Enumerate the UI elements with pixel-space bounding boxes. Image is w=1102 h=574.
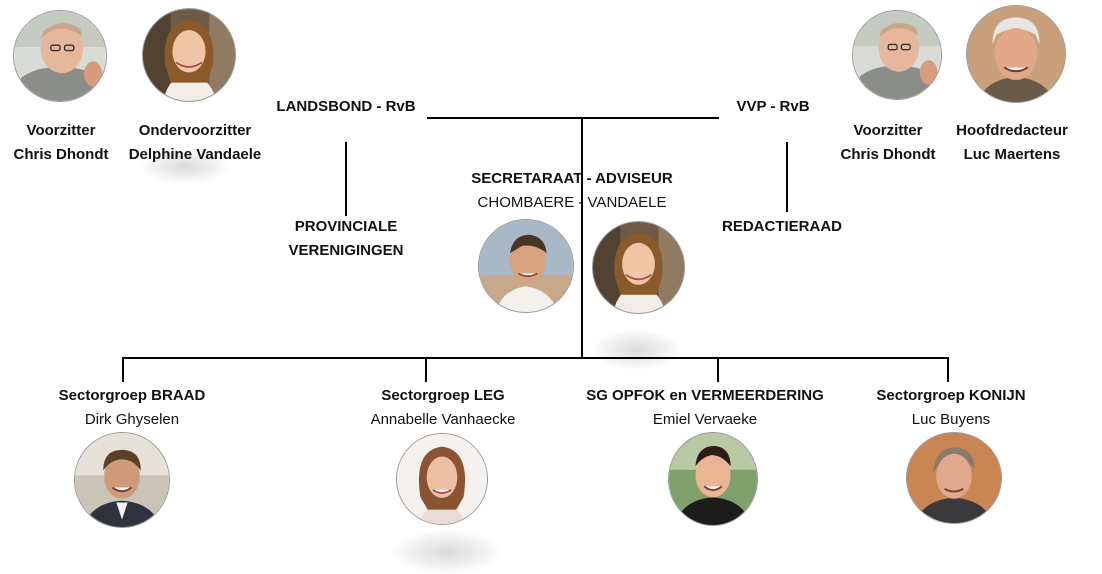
- sectorgroep-title: Sectorgroep LEG: [381, 387, 505, 404]
- shadow-decoration: [392, 530, 502, 574]
- board-member-name: Delphine Vandaele: [128, 146, 262, 163]
- connector-line: [425, 357, 427, 382]
- board-member-name: Chris Dhondt: [840, 146, 936, 163]
- connector-line: [581, 117, 583, 359]
- avatar: [852, 10, 942, 100]
- redactieraad-label: REDACTIERAAD: [722, 218, 842, 235]
- sectorgroep-member: Luc Buyens: [911, 411, 991, 428]
- sectorgroep-title: Sectorgroep BRAAD: [58, 387, 206, 404]
- secretariaat-title: SECRETARAAT - ADVISEUR: [471, 170, 673, 187]
- avatar: [592, 221, 685, 314]
- board-role-label: Voorzitter: [853, 122, 923, 139]
- shadow-decoration: [592, 330, 682, 370]
- board-member-name: Chris Dhondt: [13, 146, 109, 163]
- board-role-label: Hoofdredacteur: [956, 122, 1068, 139]
- board-role-label: Ondervoorzitter: [138, 122, 252, 139]
- shadow-decoration: [140, 148, 230, 184]
- connector-line: [427, 117, 719, 119]
- avatar: [906, 432, 1002, 524]
- sectorgroep-member: Emiel Vervaeke: [652, 411, 758, 428]
- sectorgroep-member: Annabelle Vanhaecke: [370, 411, 516, 428]
- vvp-title: VVP - RvB: [736, 98, 810, 115]
- connector-line: [122, 357, 949, 359]
- connector-line: [717, 357, 719, 382]
- sectorgroep-title: SG OPFOK en VERMEERDERING: [586, 387, 824, 404]
- avatar: [142, 8, 236, 102]
- avatar: [74, 432, 170, 528]
- board-role-label: Voorzitter: [26, 122, 96, 139]
- connector-line: [947, 357, 949, 382]
- secretariaat-names: CHOMBAERE - VANDAELE: [477, 194, 667, 211]
- verenigingen-label: VERENIGINGEN: [288, 242, 404, 259]
- landsbond-title: LANDSBOND - RvB: [276, 98, 416, 115]
- provinciale-label: PROVINCIALE: [294, 218, 398, 235]
- sectorgroep-title: Sectorgroep KONIJN: [876, 387, 1026, 404]
- avatar: [966, 5, 1066, 103]
- sectorgroep-member: Dirk Ghyselen: [84, 411, 180, 428]
- connector-line: [122, 357, 124, 382]
- connector-line: [786, 142, 788, 212]
- avatar: [478, 219, 574, 313]
- avatar: [668, 432, 758, 526]
- connector-line: [345, 142, 347, 216]
- avatar: [396, 433, 488, 525]
- board-member-name: Luc Maertens: [963, 146, 1061, 163]
- avatar: [13, 10, 107, 102]
